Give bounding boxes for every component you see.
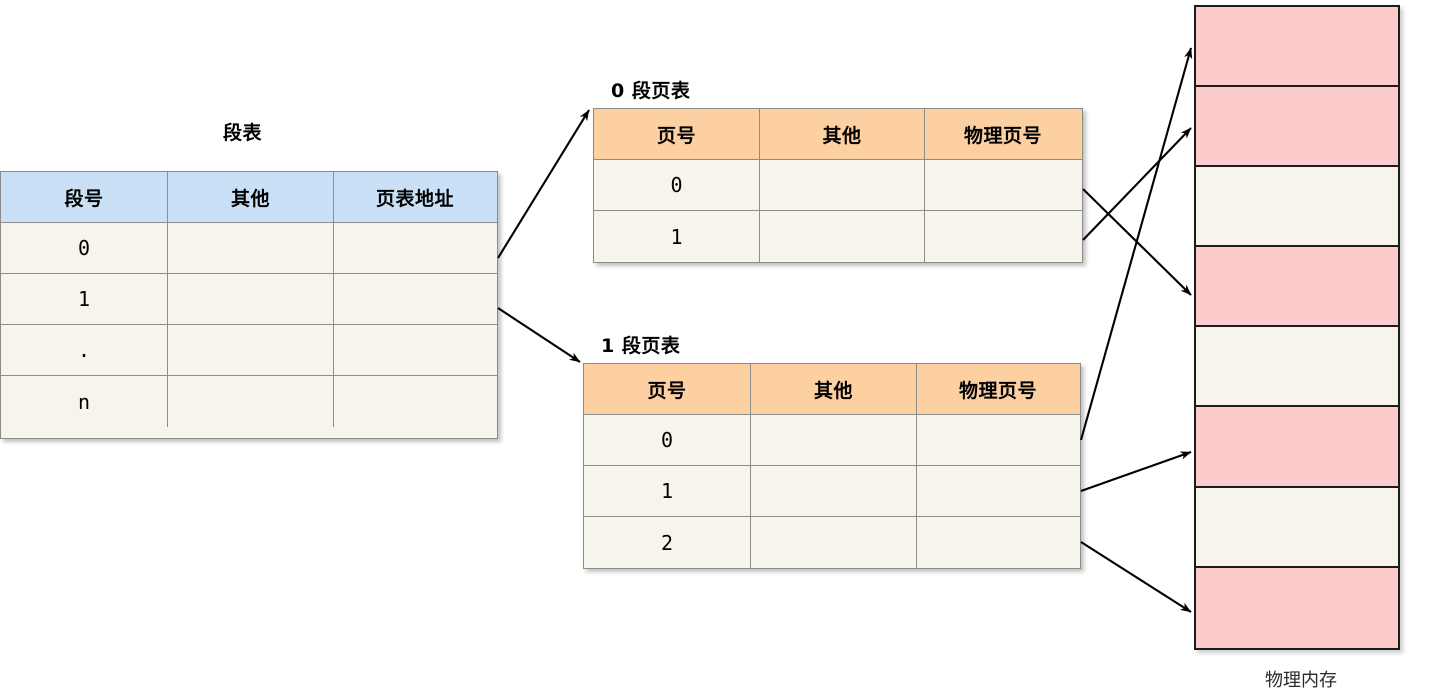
page-table-0: 页号 其他 物理页号 0 1 xyxy=(593,108,1083,263)
memory-block-3 xyxy=(1196,167,1398,248)
segment-table-header-other: 其他 xyxy=(168,172,334,222)
page-table-1-header-frame-no: 物理页号 xyxy=(958,379,1037,402)
page-table-0-header-row: 页号 其他 物理页号 xyxy=(594,109,1082,160)
segment-table-header-row: 段号 其他 页表地址 xyxy=(1,172,497,223)
segment-table-title: 段表 xyxy=(223,122,263,144)
memory-block-2 xyxy=(1196,87,1398,168)
memory-block-6 xyxy=(1196,407,1398,488)
segment-table-header-seg-no: 段号 xyxy=(1,172,168,222)
physical-memory-column xyxy=(1194,5,1400,650)
page-table-1-cell-page-no: 2 xyxy=(584,517,751,568)
page-table-0-cell-other xyxy=(760,160,925,210)
page-table-0-header-page-no: 页号 xyxy=(594,109,760,159)
page-table-0-title: 0 段页表 xyxy=(611,80,691,102)
segment-table: 段号 其他 页表地址 0 1 . n xyxy=(0,171,498,439)
segment-table-row: . xyxy=(1,325,497,376)
arrow-pt1row1-to-mem6 xyxy=(1080,451,1192,492)
segment-table-cell-seg-no: . xyxy=(1,325,168,375)
segment-table-cell-page-table-addr xyxy=(334,376,496,427)
page-table-1-title: 1 段页表 xyxy=(601,335,681,357)
page-table-1-cell-other xyxy=(751,517,917,568)
segment-table-cell-page-table-addr xyxy=(334,325,496,375)
page-table-0-cell-page-no: 0 xyxy=(594,160,760,210)
page-table-0-header-other: 其他 xyxy=(760,109,925,159)
page-table-1-header-page-no: 页号 xyxy=(584,364,751,414)
arrow-pt0row1-to-mem2 xyxy=(1082,127,1192,241)
segment-table-cell-seg-no: 1 xyxy=(1,274,168,324)
memory-block-4 xyxy=(1196,247,1398,328)
page-table-1-cell-other xyxy=(751,415,917,465)
memory-block-1 xyxy=(1196,7,1398,88)
arrow-seg0-to-pt0 xyxy=(497,109,590,259)
page-table-0-row: 0 xyxy=(594,160,1082,211)
memory-block-5 xyxy=(1196,327,1398,408)
page-table-1-cell-page-no: 1 xyxy=(584,466,751,516)
segment-table-cell-seg-no: n xyxy=(1,376,168,427)
arrow-seg1-to-pt1 xyxy=(497,307,581,363)
page-table-1-header-other: 其他 xyxy=(751,364,917,414)
arrow-pt0row0-to-mem4 xyxy=(1082,188,1192,296)
segment-table-row: 1 xyxy=(1,274,497,325)
segment-table-cell-other xyxy=(168,223,334,273)
page-table-1-cell-frame-no xyxy=(917,415,1079,465)
page-table-0-cell-frame-no xyxy=(925,211,1081,262)
page-table-0-row: 1 xyxy=(594,211,1082,262)
page-table-0-cell-page-no: 1 xyxy=(594,211,760,262)
page-table-1-cell-frame-no xyxy=(917,466,1079,516)
segment-table-row: n xyxy=(1,376,497,427)
segment-table-header-page-table-addr: 页表地址 xyxy=(375,187,454,210)
page-table-1-cell-page-no: 0 xyxy=(584,415,751,465)
page-table-1: 页号 其他 物理页号 0 1 2 xyxy=(583,363,1081,569)
segment-table-cell-other xyxy=(168,325,334,375)
memory-block-8 xyxy=(1196,567,1398,648)
page-table-1-row: 0 xyxy=(584,415,1080,466)
physical-memory-caption: 物理内存 xyxy=(1265,670,1337,691)
page-table-0-cell-frame-no xyxy=(925,160,1081,210)
page-table-0-header-frame-no: 物理页号 xyxy=(963,124,1042,147)
page-table-1-cell-other xyxy=(751,466,917,516)
arrow-pt1row0-to-mem1 xyxy=(1079,47,1193,441)
memory-block-7 xyxy=(1196,487,1398,568)
segment-table-cell-other xyxy=(168,376,334,427)
page-table-1-cell-frame-no xyxy=(917,517,1079,568)
arrow-pt1row2-to-mem8 xyxy=(1080,541,1192,613)
segment-table-row: 0 xyxy=(1,223,497,274)
page-table-1-row: 1 xyxy=(584,466,1080,517)
page-table-0-cell-other xyxy=(760,211,925,262)
segment-table-cell-page-table-addr xyxy=(334,274,496,324)
segment-table-cell-page-table-addr xyxy=(334,223,496,273)
segment-table-cell-seg-no: 0 xyxy=(1,223,168,273)
page-table-1-header-row: 页号 其他 物理页号 xyxy=(584,364,1080,415)
segment-table-cell-other xyxy=(168,274,334,324)
page-table-1-row: 2 xyxy=(584,517,1080,568)
